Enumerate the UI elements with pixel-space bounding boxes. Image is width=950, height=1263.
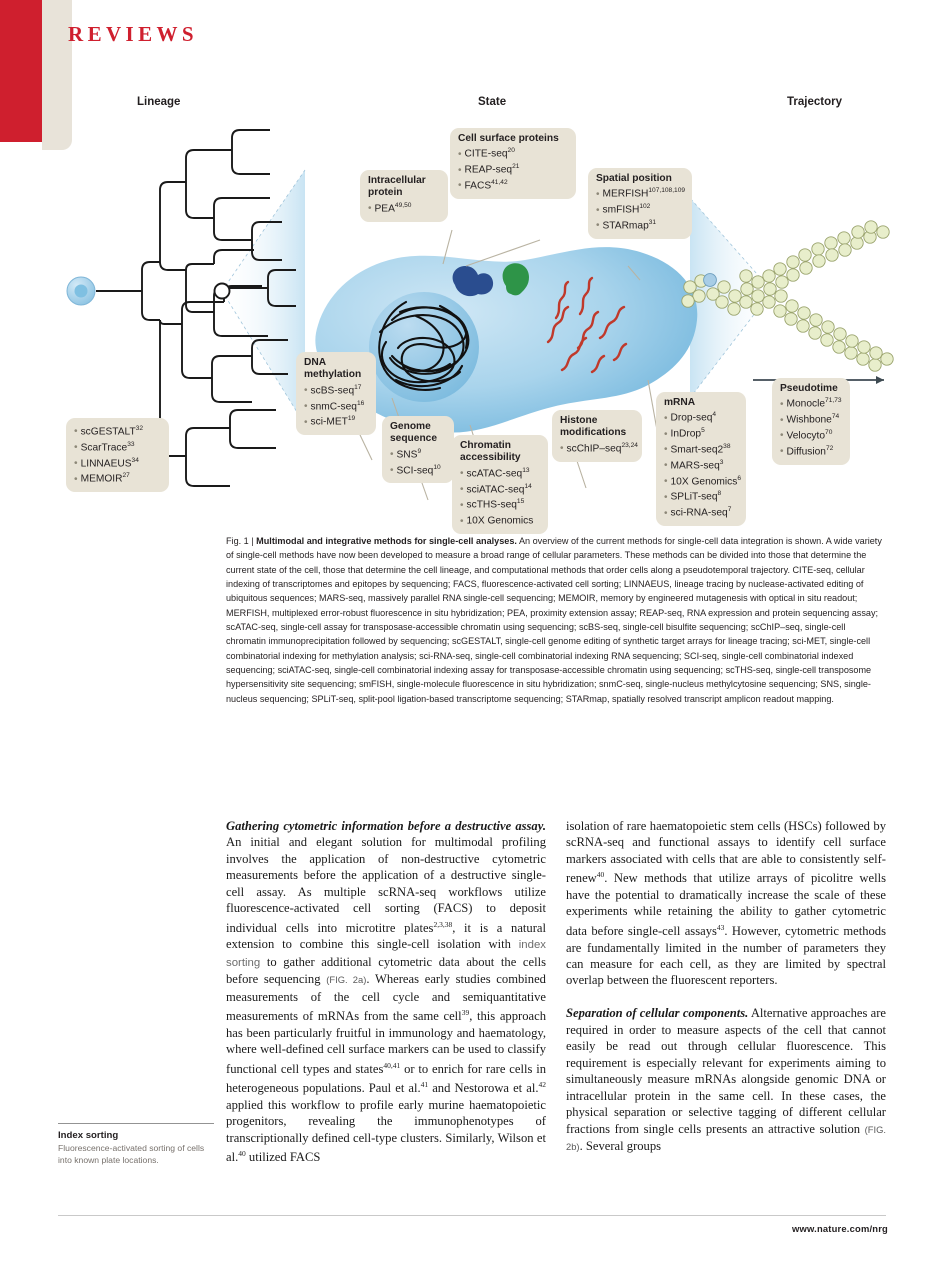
beige-tab-background xyxy=(42,0,72,150)
callout-title: DNA methylation xyxy=(304,357,362,381)
callout-title: Pseudotime xyxy=(780,383,838,394)
paragraph-separation-cellular-components: Separation of cellular components. Alter… xyxy=(566,1006,886,1153)
callout-title: mRNA xyxy=(664,397,696,408)
callout-item: PEA49,50 xyxy=(368,200,439,216)
paragraph-run-in-heading: Separation of cellular components. xyxy=(566,1006,749,1021)
callout-item: CITE-seq20 xyxy=(458,145,567,161)
red-section-tab xyxy=(0,0,42,142)
callout-item: smFISH102 xyxy=(596,201,683,217)
paragraph-run-in-heading: Gathering cytometric information before … xyxy=(226,819,546,833)
callout-item: SNS9 xyxy=(390,446,445,462)
figure-reference-2b[interactable]: (FIG. 2b) xyxy=(566,1123,886,1152)
callout-item: REAP-seq21 xyxy=(458,161,567,177)
trajectory-cells xyxy=(681,220,894,372)
callout-title: Genome sequence xyxy=(390,421,437,445)
callout-item: sci-MET19 xyxy=(304,413,367,429)
figure-column-heading-trajectory: Trajectory xyxy=(787,96,842,108)
paragraph-gathering-cytometric: Gathering cytometric information before … xyxy=(226,819,547,1165)
figure-reference-2a[interactable]: (FIG. 2a) xyxy=(326,974,367,986)
callout-item: scBS-seq17 xyxy=(304,382,367,398)
figure-caption: Fig. 1 | Multimodal and integrative meth… xyxy=(226,534,886,706)
callout-item: Smart-seq238 xyxy=(664,441,737,457)
callout-chromatin-accessibility: Chromatin accessibility scATAC-seq13 sci… xyxy=(452,435,548,534)
figure-illustration xyxy=(66,129,894,521)
callout-item: snmC-seq16 xyxy=(304,398,367,414)
figure-column-heading-state: State xyxy=(478,96,507,108)
callout-item: Drop-seq4 xyxy=(664,409,737,425)
body-column-left: Gathering cytometric information before … xyxy=(226,818,546,1166)
callout-lineage-methods: scGESTALT32 ScarTrace33 LINNAEUS34 MEMOI… xyxy=(66,418,169,493)
caption-title: Multimodal and integrative methods for s… xyxy=(256,536,517,546)
callout-item: sci-RNA-seq7 xyxy=(664,504,737,520)
paragraph-isolation-hsc: isolation of rare haematopoietic stem ce… xyxy=(566,819,887,988)
callout-item: FACS41,42 xyxy=(458,177,567,193)
callout-item: MARS-seq3 xyxy=(664,457,737,473)
body-column-right: isolation of rare haematopoietic stem ce… xyxy=(566,818,886,1155)
caption-body: An overview of the current methods for s… xyxy=(226,536,882,704)
callout-intracellular-protein: Intracellular protein PEA49,50 xyxy=(360,170,448,222)
callout-item: SPLiT-seq8 xyxy=(664,488,737,504)
callout-item: scATAC-seq13 xyxy=(460,465,539,481)
callout-dna-methylation: DNA methylation scBS-seq17 snmC-seq16 sc… xyxy=(296,352,376,436)
callout-item: MERFISH107,108,109 xyxy=(596,185,686,201)
callout-item: InDrop5 xyxy=(664,425,737,441)
paragraph-spacer xyxy=(566,989,886,1005)
callout-title: Spatial position xyxy=(596,173,672,184)
callout-item: Monocle71,73 xyxy=(780,395,842,411)
footer-url[interactable]: www.nature.com/nrg xyxy=(792,1223,888,1234)
callout-title: Chromatin accessibility xyxy=(460,440,521,464)
callout-item: STARmap31 xyxy=(596,217,683,233)
callout-item: sciATAC-seq14 xyxy=(460,481,539,497)
callout-item: scTHS-seq15 xyxy=(460,496,539,512)
caption-fig-number: Fig. 1 | xyxy=(226,536,254,546)
callout-pseudotime: Pseudotime Monocle71,73 Wishbone74 Veloc… xyxy=(772,378,850,465)
page-title: REVIEWS xyxy=(68,22,198,46)
figure-1: Lineage State Trajectory xyxy=(0,80,950,534)
callout-item: scChIP–seq23,24 xyxy=(560,440,638,456)
glossary-divider xyxy=(58,1123,214,1124)
lineage-method-item: ScarTrace33 xyxy=(74,439,160,455)
glossary-term: Index sorting xyxy=(58,1130,119,1141)
callout-title: Histone modifications xyxy=(560,415,627,439)
margin-glossary: Index sorting Fluorescence-activated sor… xyxy=(58,1123,214,1166)
callout-spatial-position: Spatial position MERFISH107,108,109 smFI… xyxy=(588,168,692,239)
lineage-method-item: scGESTALT32 xyxy=(74,423,160,439)
footer-divider xyxy=(58,1215,886,1216)
callout-histone-modifications: Histone modifications scChIP–seq23,24 xyxy=(552,410,642,462)
callout-title: Cell surface proteins xyxy=(458,133,559,144)
inline-glossary-term: index sorting xyxy=(226,939,546,969)
callout-item: SCI-seq10 xyxy=(390,462,445,478)
callout-cell-surface-proteins: Cell surface proteins CITE-seq20 REAP-se… xyxy=(450,128,576,199)
callout-item: 10X Genomics xyxy=(460,512,539,528)
figure-column-heading-lineage: Lineage xyxy=(137,96,181,108)
lineage-method-item: LINNAEUS34 xyxy=(74,455,160,471)
callout-item: 10X Genomics6 xyxy=(664,473,742,489)
callout-item: Wishbone74 xyxy=(780,411,841,427)
callout-title: Intracellular protein xyxy=(368,175,426,199)
glossary-definition: Fluorescence-activated sorting of cells … xyxy=(58,1143,205,1165)
lineage-highlight-node xyxy=(213,282,231,300)
callout-mrna: mRNA Drop-seq4 InDrop5 Smart-seq238 MARS… xyxy=(656,392,746,526)
callout-genome-sequence: Genome sequence SNS9 SCI-seq10 xyxy=(382,416,454,484)
callout-item: Velocyto70 xyxy=(780,427,841,443)
callout-item: Diffusion72 xyxy=(780,443,841,459)
lineage-method-item: MEMOIR27 xyxy=(74,470,160,486)
